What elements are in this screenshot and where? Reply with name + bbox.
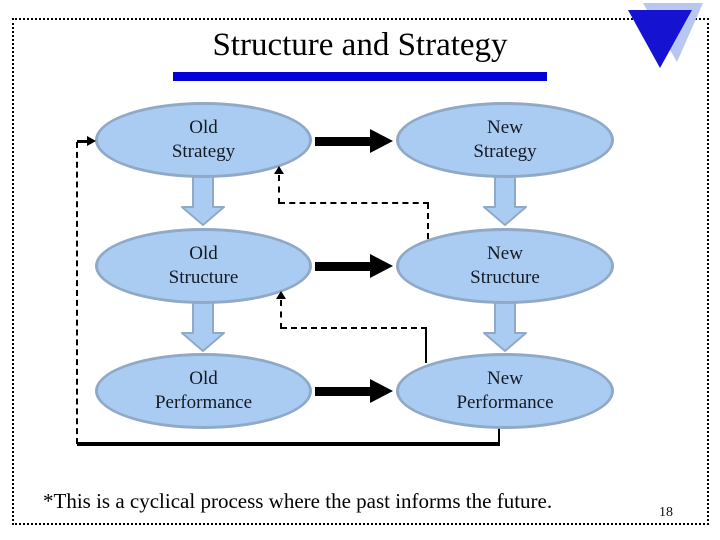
connector-arrowhead-up: [274, 166, 284, 174]
node-new-performance: New Performance: [396, 353, 614, 429]
right-flow-arrow-icon: [315, 137, 372, 146]
page-dotted-border: [12, 18, 709, 525]
connector-newstructure-oldstrategy-vertical: [278, 175, 280, 204]
right-flow-arrow-icon: [315, 387, 372, 396]
node-label: Old: [189, 243, 218, 264]
right-flow-arrow-icon: [315, 262, 372, 271]
connector-newperformance-oldstructure-vertical: [280, 300, 282, 329]
node-label: Strategy: [171, 141, 236, 162]
title-underline-bar: [173, 72, 547, 81]
feedback-loop-entry-line: [77, 140, 89, 143]
node-label: Performance: [154, 392, 253, 413]
down-block-arrow-icon: [483, 173, 527, 226]
node-label: Old: [189, 368, 218, 389]
feedback-loop-bottom-line: [77, 442, 500, 446]
connector-newstructure-oldstrategy-vertical: [427, 203, 429, 239]
node-old-performance: Old Performance: [95, 353, 312, 429]
node-label: Strategy: [473, 141, 537, 162]
logo-triangle-dark: [628, 10, 692, 68]
node-label: New: [487, 243, 523, 264]
page-title: Structure and Strategy: [212, 27, 508, 63]
right-flow-arrowhead: [370, 379, 393, 403]
feedback-loop-left-line: [76, 142, 78, 444]
connector-newstructure-oldstrategy-horizontal: [279, 202, 429, 204]
page-number: 18: [659, 505, 673, 520]
right-flow-arrowhead: [370, 254, 393, 278]
feedback-loop-drop-line: [498, 422, 500, 445]
node-label: New: [487, 117, 523, 138]
down-block-arrow-icon: [483, 299, 527, 352]
connector-newperformance-oldstructure-horizontal: [281, 327, 427, 329]
node-label: Old: [189, 117, 218, 138]
node-new-structure: New Structure: [396, 228, 614, 304]
node-old-structure: Old Structure: [95, 228, 312, 304]
node-label: Structure: [168, 267, 239, 288]
right-flow-arrowhead: [370, 129, 393, 153]
node-label: Structure: [470, 267, 540, 288]
connector-arrowhead-up: [276, 291, 286, 299]
double-triangle-logo-icon: [628, 3, 703, 68]
node-label: Performance: [456, 392, 554, 413]
footnote-text: *This is a cyclical process where the pa…: [43, 489, 553, 513]
node-old-strategy: Old Strategy: [95, 102, 312, 178]
node-new-strategy: New Strategy: [396, 102, 614, 178]
down-block-arrow-icon: [181, 299, 225, 352]
down-block-arrow-icon: [181, 173, 225, 226]
connector-newperformance-oldstructure-vertical: [425, 328, 427, 363]
connector-arrowhead-right: [87, 136, 96, 146]
node-label: New: [487, 368, 523, 389]
